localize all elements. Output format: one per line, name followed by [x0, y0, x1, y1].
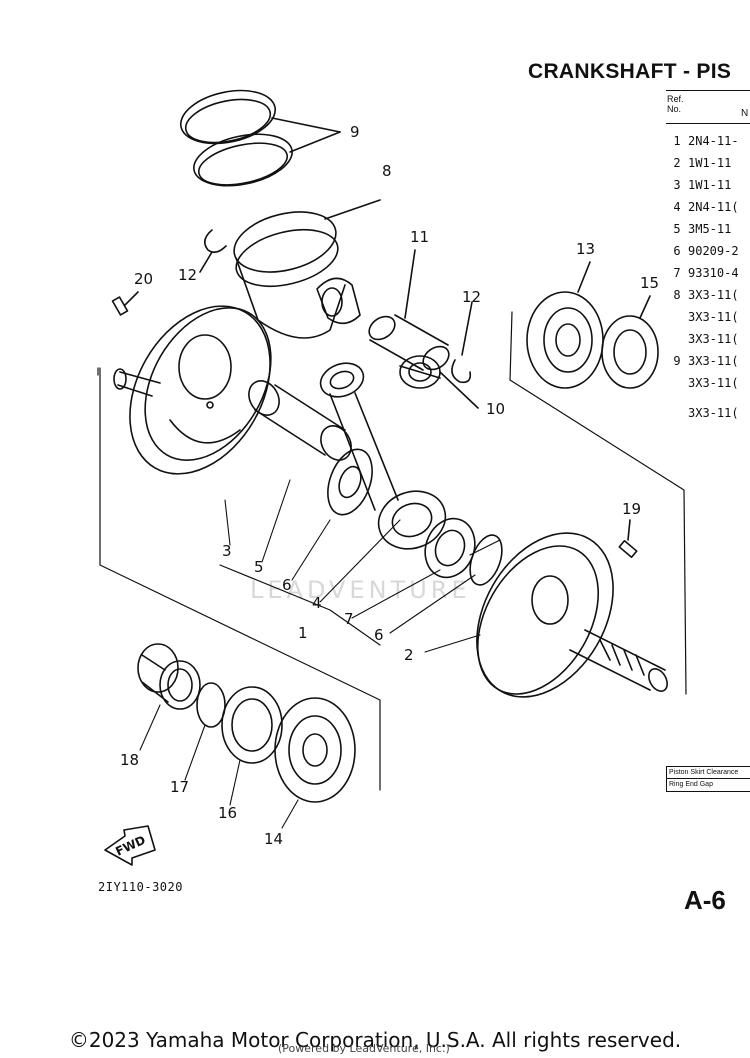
right-crank-half-part — [476, 532, 668, 698]
part-number: 3X3-11( — [688, 332, 739, 346]
parts-list-row: 5 3M5-11 — [666, 222, 731, 236]
part-number: 1W1-11 — [688, 156, 732, 170]
parts-list-row: 8 3X3-11( — [666, 288, 739, 302]
parts-list-row: 2 1W1-11 — [666, 156, 731, 170]
callout-label: 10 — [486, 400, 505, 418]
bearing-left-part — [274, 697, 356, 803]
oil-seal-right-part — [601, 295, 659, 389]
table-header-rule — [666, 123, 750, 124]
spec-row-ring-gap: Ring End Gap — [669, 781, 713, 788]
exploded-diagram: LEADVENTURE — [97, 89, 687, 866]
part-number: 3X3-11( — [688, 354, 739, 368]
part-number: 3M5-11 — [688, 222, 732, 236]
parts-list-row: 4 2N4-11( — [666, 200, 739, 214]
table-top-rule — [666, 90, 750, 91]
parts-list-row: 3X3-11( — [666, 310, 739, 324]
page-title: CRANKSHAFT - PIS — [528, 60, 732, 83]
ref-number: 4 — [673, 200, 681, 214]
part-number: 3X3-11( — [688, 288, 739, 302]
dowel-pin-part — [111, 296, 129, 316]
callout-label: 4 — [312, 594, 322, 612]
ref-number: 3 — [673, 178, 681, 192]
bearing-right-part — [526, 261, 604, 389]
callout-label: 2 — [404, 646, 414, 664]
clip-right-part — [451, 359, 472, 384]
parts-list-row: 9 3X3-11( — [666, 354, 739, 368]
piston-pin-part — [368, 249, 450, 371]
clip-left-part — [204, 229, 227, 254]
callout-label: 7 — [344, 610, 354, 628]
collar-part — [137, 643, 201, 710]
left-crank-half-part — [113, 305, 272, 475]
parts-list-row: 3X3-11( — [666, 406, 739, 420]
dowel-pin-right-part — [618, 539, 638, 559]
callout-label: 12 — [462, 288, 481, 306]
part-number: 3X3-11( — [688, 310, 739, 324]
small-end-bearing-part — [399, 355, 479, 409]
ref-number: 6 — [673, 244, 681, 258]
ref-number: 9 — [673, 354, 681, 368]
watermark: LEADVENTURE — [250, 576, 471, 604]
copyright-footer: ©2023 Yamaha Motor Corporation, U.S.A. A… — [68, 1028, 682, 1052]
callout-label: 1 — [298, 624, 308, 642]
callout-label: 20 — [134, 270, 153, 288]
part-number: 1W1-11 — [688, 178, 732, 192]
page-code: A-6 — [684, 885, 726, 915]
ref-number: 7 — [673, 266, 681, 280]
powered-by-text: (Powered by LeadVenture, Inc.) — [278, 1042, 450, 1055]
callout-label: 12 — [178, 266, 197, 284]
o-ring-part — [196, 682, 226, 728]
parts-list-row: 7 93310-4 — [666, 266, 739, 280]
big-end-bearing-part — [424, 517, 476, 579]
parts-list-row: 6 90209-2 — [666, 244, 739, 258]
callout-label: 8 — [382, 162, 392, 180]
ref-number: 1 — [673, 134, 681, 148]
fwd-arrow-icon: FWD — [104, 825, 156, 866]
piston-part — [233, 199, 381, 339]
callout-label: 13 — [576, 240, 595, 258]
connecting-rod-part — [319, 362, 447, 550]
ref-no-header: Ref. No. — [667, 94, 684, 114]
diagram-code: 2IY110-3020 — [98, 880, 183, 894]
callout-label: 17 — [170, 778, 189, 796]
spec-box: Piston Skirt Clearance Ring End Gap — [666, 766, 750, 792]
callout-label: 5 — [254, 558, 264, 576]
assembly-guide-lines — [97, 311, 687, 791]
parts-list-row: 3X3-11( — [666, 376, 739, 390]
oil-seal-left-part — [221, 686, 283, 764]
part-no-header: N — [741, 108, 749, 119]
ref-number: 2 — [673, 156, 681, 170]
parts-list-row: 3X3-11( — [666, 332, 739, 346]
callout-label: 6 — [374, 626, 384, 644]
part-number: 3X3-11( — [688, 406, 739, 420]
piston-rings-part — [179, 89, 341, 187]
part-number: 93310-4 — [688, 266, 739, 280]
callout-label: 6 — [282, 576, 292, 594]
part-number: 3X3-11( — [688, 376, 739, 390]
callout-label: 9 — [350, 123, 360, 141]
washer-right-part — [469, 534, 503, 586]
parts-list-row: 1 2N4-11- — [666, 134, 739, 148]
part-number: 90209-2 — [688, 244, 739, 258]
parts-list-row: 3 1W1-11 — [666, 178, 731, 192]
callout-label: 16 — [218, 804, 237, 822]
part-number: 2N4-11- — [688, 134, 739, 148]
ref-number: 8 — [673, 288, 681, 302]
leader-lines — [139, 479, 481, 829]
callout-label: 14 — [264, 830, 283, 848]
part-number: 2N4-11( — [688, 200, 739, 214]
callout-label: 11 — [410, 228, 429, 246]
callout-label: 15 — [640, 274, 659, 292]
callout-label: 18 — [120, 751, 139, 769]
washer-left-part — [327, 448, 373, 516]
callout-label: 19 — [622, 500, 641, 518]
callout-label: 3 — [222, 542, 232, 560]
ref-number: 5 — [673, 222, 681, 236]
crank-pin-part — [248, 380, 352, 461]
spec-row-skirt: Piston Skirt Clearance — [667, 767, 750, 779]
ref-header-text: Ref. No. — [667, 94, 684, 114]
